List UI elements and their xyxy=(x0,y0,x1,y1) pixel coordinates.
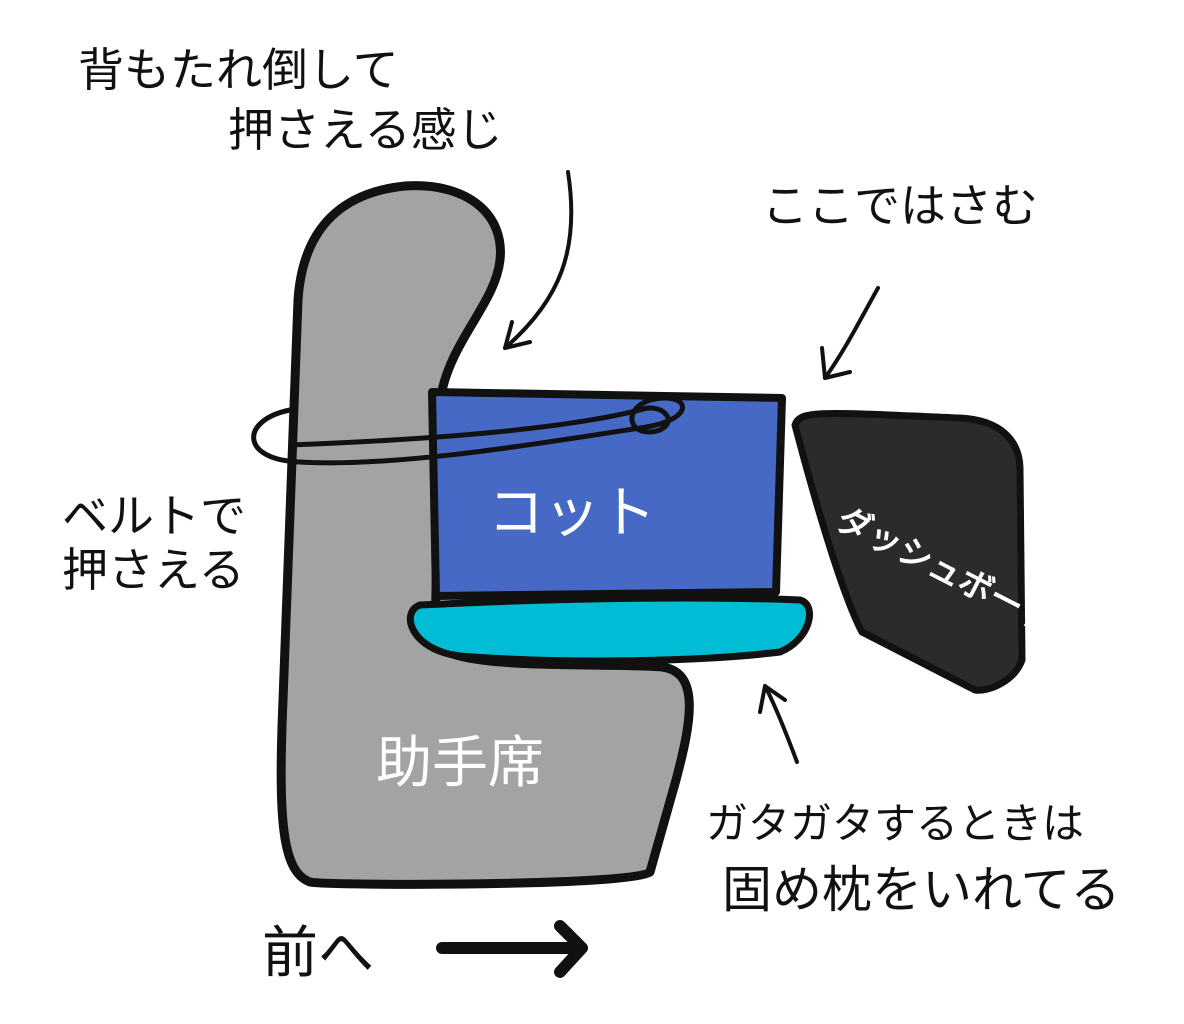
pillow-note-line1: ガタガタするときは xyxy=(706,799,1085,848)
forward-label: 前へ xyxy=(262,921,374,986)
passenger-seat-label: 助手席 xyxy=(376,731,544,796)
belt-note-line1: ベルトで xyxy=(62,489,246,543)
belt-loop xyxy=(251,395,685,466)
cot-label: コット xyxy=(488,481,656,546)
passenger-seat-shape xyxy=(276,181,694,889)
arrow-pillow xyxy=(758,684,799,764)
recline-note-line1: 背もたれ倒して xyxy=(78,43,399,97)
arrow-pinch xyxy=(820,286,880,380)
recline-note-line2: 押さえる感じ xyxy=(228,103,503,157)
pillow-shape xyxy=(407,594,813,665)
arrow-recline xyxy=(503,170,574,350)
pinch-note: ここではさむ xyxy=(762,179,1038,233)
forward-arrow-icon xyxy=(436,920,588,978)
pillow-note-line2: 固め枕をいれてる xyxy=(722,861,1121,919)
dashboard-shape xyxy=(791,410,1026,694)
belt-note-line2: 押さえる xyxy=(62,543,245,597)
